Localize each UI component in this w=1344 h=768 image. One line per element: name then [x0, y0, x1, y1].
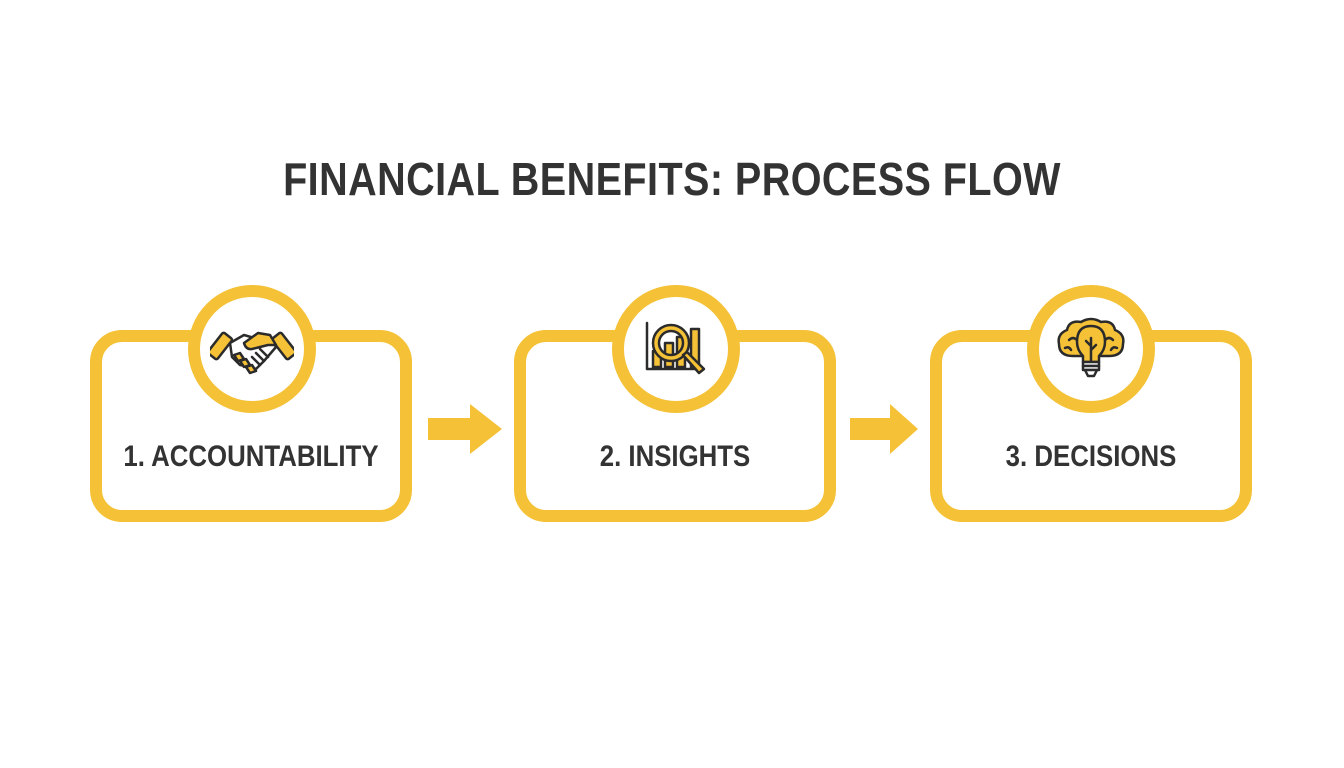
- step-icon-circle: [1027, 285, 1155, 413]
- chart-magnifier-icon: [645, 321, 706, 375]
- arrow-right-icon: [428, 404, 502, 454]
- brain-lightbulb-icon: [1057, 317, 1125, 378]
- step-card-decisions: 3. DECISIONS: [930, 330, 1252, 522]
- step-card-insights: 2. INSIGHTS: [514, 330, 836, 522]
- step-icon-circle: [612, 285, 740, 413]
- page-title: FINANCIAL BENEFITS: PROCESS FLOW: [283, 153, 1061, 205]
- step-label: 1. ACCOUNTABILITY: [123, 440, 379, 473]
- step-icon-circle: [188, 285, 316, 413]
- arrow-right-icon: [850, 404, 924, 454]
- step-label: 2. INSIGHTS: [599, 440, 751, 473]
- handshake-icon: [210, 331, 294, 375]
- step-label: 3. DECISIONS: [1005, 440, 1177, 473]
